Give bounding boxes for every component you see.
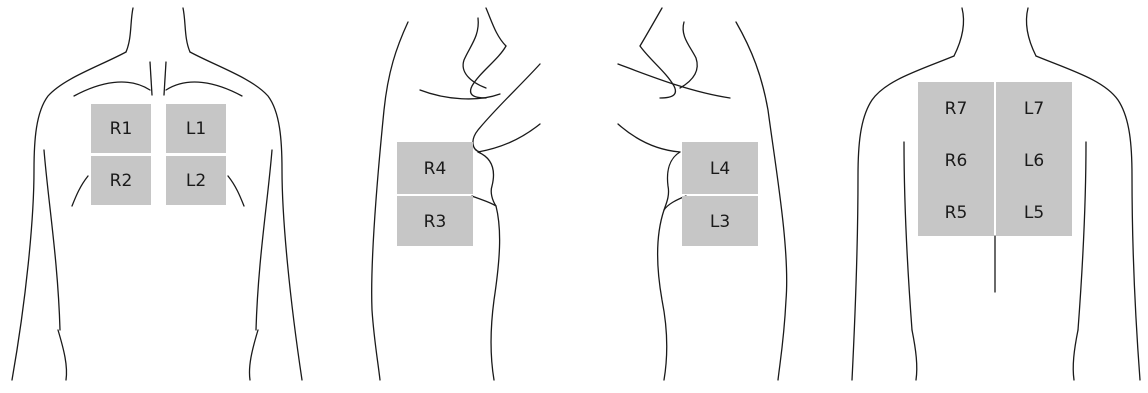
zone-L5-label: L5 bbox=[1024, 203, 1044, 223]
zone-R6-label: R6 bbox=[945, 151, 968, 171]
zone-R4: R4 bbox=[397, 142, 473, 194]
right-side-view: R4 R3 bbox=[372, 8, 540, 380]
zone-R2: R2 bbox=[91, 156, 151, 205]
zone-L2: L2 bbox=[166, 156, 226, 205]
zone-R5: R5 bbox=[918, 186, 994, 236]
zone-L7: L7 bbox=[996, 82, 1072, 134]
zone-R7-label: R7 bbox=[945, 99, 968, 119]
zone-L6: L6 bbox=[996, 134, 1072, 186]
front-view: R1 L1 R2 L2 bbox=[12, 8, 302, 380]
zone-R2-label: R2 bbox=[110, 171, 133, 191]
zone-R3: R3 bbox=[397, 196, 473, 246]
zone-L1-label: L1 bbox=[186, 119, 206, 139]
zone-L7-label: L7 bbox=[1024, 99, 1044, 119]
left-side-view: L4 L3 bbox=[618, 8, 787, 380]
zone-L5: L5 bbox=[996, 186, 1072, 236]
zone-L2-label: L2 bbox=[186, 171, 206, 191]
zone-R4-label: R4 bbox=[424, 159, 447, 179]
zone-L1: L1 bbox=[166, 104, 226, 153]
zone-R7: R7 bbox=[918, 82, 994, 134]
zone-R3-label: R3 bbox=[424, 212, 447, 232]
zone-L4-label: L4 bbox=[710, 159, 730, 179]
zone-R1-label: R1 bbox=[110, 119, 133, 139]
zone-L6-label: L6 bbox=[1024, 151, 1044, 171]
zone-L3: L3 bbox=[682, 196, 758, 246]
zone-R6: R6 bbox=[918, 134, 994, 186]
zone-L3-label: L3 bbox=[710, 212, 730, 232]
back-view: R7 L7 R6 L6 R5 L5 bbox=[852, 8, 1140, 380]
zone-R5-label: R5 bbox=[945, 203, 968, 223]
front-torso-outline bbox=[12, 8, 302, 380]
zone-R1: R1 bbox=[91, 104, 151, 153]
zone-L4: L4 bbox=[682, 142, 758, 194]
